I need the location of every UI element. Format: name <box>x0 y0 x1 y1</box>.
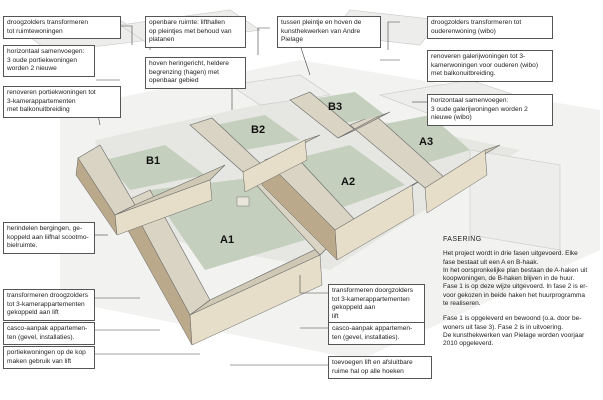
callout-line: ten (gevel, installaties). <box>7 333 75 341</box>
callout-line: horizontaal samenvoegen: <box>7 48 85 55</box>
callout-line: tot 3-kamerappartementen <box>7 300 85 308</box>
callout-renoveren-portiekwoningen: renoveren portiekwoningen tot 3-kamerapp… <box>3 86 121 118</box>
callout-line: bielruimte. <box>7 242 38 250</box>
callout-renoveren-galerijwoningen: renoveren galerijwoningen tot 3- kamerwo… <box>427 50 553 82</box>
callout-horizontaal-samenvoegen-galerij: horizontaal samenvoegen: 3 oude galerijw… <box>427 94 553 126</box>
callout-line: begrenzing (hagen) met <box>149 68 220 76</box>
callout-line: tot 3-kamerappartementen <box>332 295 410 303</box>
callout-line: openbaar gebied <box>149 77 199 85</box>
fasering-line: Fase 1 is op deze wijze uitgevoerd. In f… <box>443 283 588 291</box>
block-b3 <box>289 91 391 139</box>
callout-line: herindelen bergingen, ge- <box>7 225 83 232</box>
callout-herindelen-bergingen: herindelen bergingen, ge- koppeld aan li… <box>3 222 95 254</box>
callout-line: casco-aanpak appartemen- <box>332 325 413 332</box>
callout-line: openbare ruimte: lifthallen <box>149 19 225 26</box>
callout-line: kunsthekwerken van Andre <box>281 27 361 35</box>
fasering-line: Het project wordt in drie fasen uitgevoe… <box>443 250 578 258</box>
block-label-a1: A1 <box>220 234 235 246</box>
callout-casco-aanpak-left: casco-aanpak appartemen- ten (gevel, ins… <box>3 322 95 346</box>
callout-line: nieuwe (wibo) <box>431 114 472 122</box>
block-b2 <box>189 115 321 193</box>
callout-casco-aanpak-bottom: casco-aanpak appartemen- ten (gevel, ins… <box>328 322 425 346</box>
callout-line: op pleintjes met behoud van <box>149 27 232 35</box>
callout-line: ten (gevel, installaties). <box>332 333 400 341</box>
callout-line: renoveren portiekwoningen tot <box>7 89 96 96</box>
fasering-line: te realiseren. <box>443 300 481 308</box>
block-b1 <box>75 144 226 236</box>
fasering-line: In het oorspronkelijke plan bestaan de A… <box>443 266 588 274</box>
callout-line: gekoppeld aan <box>332 304 376 312</box>
callout-line: kamerwoningen voor ouderen (wibo) <box>431 61 539 69</box>
callout-line: ruime hal op alle hoeken <box>332 367 404 375</box>
callout-line: hoven heringericht, heldere <box>149 60 229 67</box>
block-label-a3: A3 <box>419 136 434 148</box>
fasering-line: 2010 opgeleverd. <box>443 340 494 348</box>
callout-line: met balkonuitbreiding. <box>431 70 496 78</box>
callout-line: renoveren galerijwoningen tot 3- <box>431 53 526 60</box>
fasering-line: De kunsthekwerken van Pielage worden voo… <box>443 331 585 339</box>
fasering-title: FASERING <box>443 236 482 243</box>
callout-line: droogzolders transformeren tot <box>431 19 522 26</box>
fasering-line: Fase 1 is opgeleverd en bewoond (o.a. do… <box>443 315 582 323</box>
callout-horizontaal-samenvoegen-portiek: horizontaal samenvoegen: 3 oude portiekw… <box>3 45 95 77</box>
callout-line: met balkonuitbreiding <box>7 106 70 114</box>
callout-openbare-ruimte: openbare ruimte: lifthallen op pleintjes… <box>145 16 246 48</box>
callout-line: ouderenwoning (wibo) <box>431 27 496 35</box>
fasering-line: woners uit fase 3). Fase 2 is in uitvoer… <box>443 323 563 331</box>
callout-line: koppeld aan liifhal scootmo- <box>7 233 89 241</box>
fasering-line: koopwoningen, de B-haken blijven in de h… <box>443 275 575 283</box>
callout-toevoegen-lift: toevoegen lift en afsluitbare ruime hal … <box>328 356 432 380</box>
block-label-b1: B1 <box>146 155 161 167</box>
callout-line: casco-aanpak appartemen- <box>7 325 88 332</box>
callout-line: toevoegen lift en afsluitbare <box>332 359 413 366</box>
block-a3 <box>349 114 501 214</box>
leader-lines <box>94 21 427 366</box>
callout-line: tussen pleintje en hoven de <box>281 19 362 26</box>
callout-hoven-heringericht: hoven heringericht, heldere begrenzing (… <box>145 57 246 89</box>
callout-line: lift <box>332 312 339 320</box>
callout-line: droogzolders transformeren <box>7 19 88 26</box>
fasering-line: fase bestaat uit een A en B-haak. <box>443 258 539 266</box>
callout-transformeren-doorgzolders-bottom: transformeren doorgzolders tot 3-kamerap… <box>328 284 425 325</box>
callout-line: Pielage <box>281 36 303 44</box>
callout-line: 3 oude galerijwoningen worden 2 <box>431 105 528 113</box>
callout-line: transformeren doorgzolders <box>332 287 413 294</box>
block-label-b3: B3 <box>328 101 343 113</box>
callout-line: gekoppeld aan lift <box>7 309 59 317</box>
callout-portiekwoningen-kop: portiekwoningen op de kop maken gebruik … <box>3 346 95 370</box>
block-label-a2: A2 <box>341 176 356 188</box>
callout-line: horizontaal samenvoegen: <box>431 97 509 104</box>
callout-line: portiekwoningen op de kop <box>7 349 86 356</box>
callout-line: transformeren droogzolders <box>7 292 88 299</box>
callout-line: worden 2 nieuwe <box>7 65 57 73</box>
callout-line: platanen <box>149 36 175 44</box>
block-label-b2: B2 <box>251 124 266 136</box>
callout-line: maken gebruik van lift <box>7 357 72 365</box>
callout-droogzolders-ruimtewoningen: droogzolders transformeren tot ruimtewon… <box>3 16 121 40</box>
callout-kunsthekwerken: tussen pleintje en hoven de kunsthekwerk… <box>277 16 381 48</box>
fasering-section: FASERING Het project wordt in drie fasen… <box>443 236 601 349</box>
callout-line: 3 oude portiekwoningen <box>7 56 78 64</box>
fasering-line: voor gekozen in beide haken het huurprog… <box>443 291 586 299</box>
callout-line: tot ruimtewoningen <box>7 27 63 35</box>
callout-droogzolders-ouderenwoning: droogzolders transformeren tot ouderenwo… <box>427 16 553 40</box>
callout-line: 3-kamerappartementen <box>7 97 76 105</box>
callout-transformeren-droogzolders-left: transformeren droogzolders tot 3-kamerap… <box>3 289 95 321</box>
